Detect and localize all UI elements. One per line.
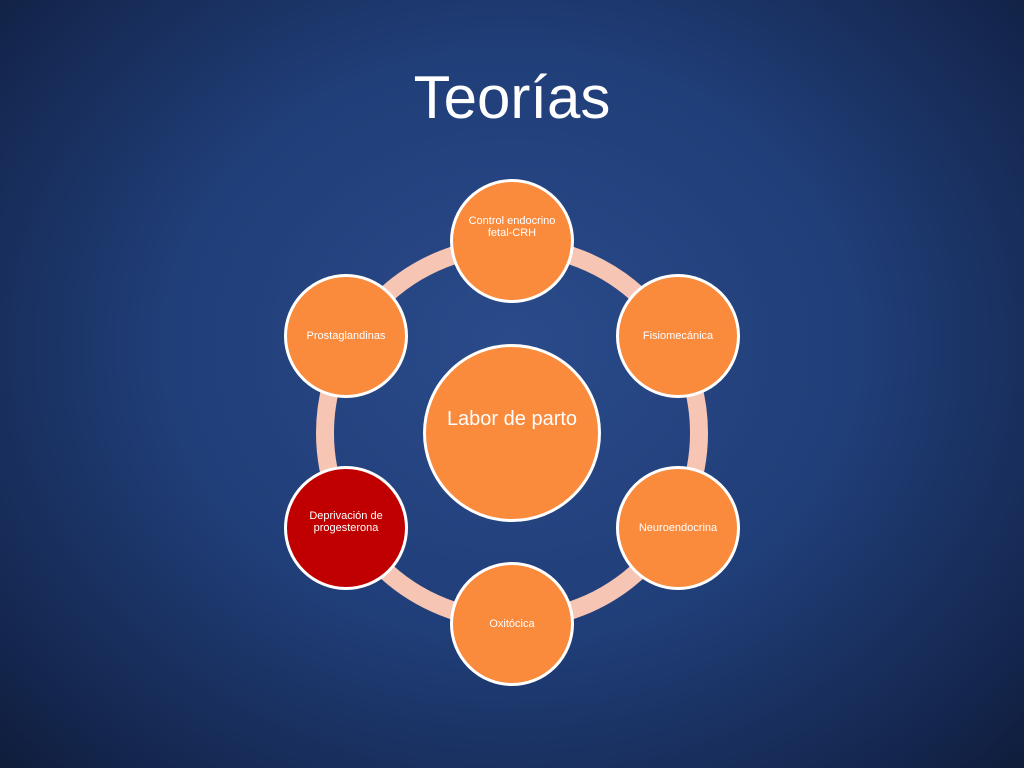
node-neuroendocrina[interactable]: Neuroendocrina [616, 466, 740, 590]
node-label: Fisiomecánica [642, 330, 714, 342]
node-label: Neuroendocrina [638, 522, 718, 534]
node-label: Oxitócica [489, 618, 535, 630]
slide-title: Teorías [413, 64, 611, 131]
node-oxitocica[interactable]: Oxitócica [450, 562, 574, 686]
node-control-endocrino[interactable]: Control endocrino fetal-CRH [450, 179, 574, 303]
node-fisiomecanica[interactable]: Fisiomecánica [616, 274, 740, 398]
node-label: Control endocrino fetal-CRH [468, 215, 556, 239]
center-node-labor-de-parto[interactable]: Labor de parto [423, 344, 601, 522]
node-label: Prostaglandinas [306, 330, 386, 342]
center-node-label: Labor de parto [446, 408, 578, 430]
node-label: Deprivación de progesterona [309, 510, 383, 534]
node-deprivacion-progesterona[interactable]: Deprivación de progesterona [284, 466, 408, 590]
node-prostaglandinas[interactable]: Prostaglandinas [284, 274, 408, 398]
